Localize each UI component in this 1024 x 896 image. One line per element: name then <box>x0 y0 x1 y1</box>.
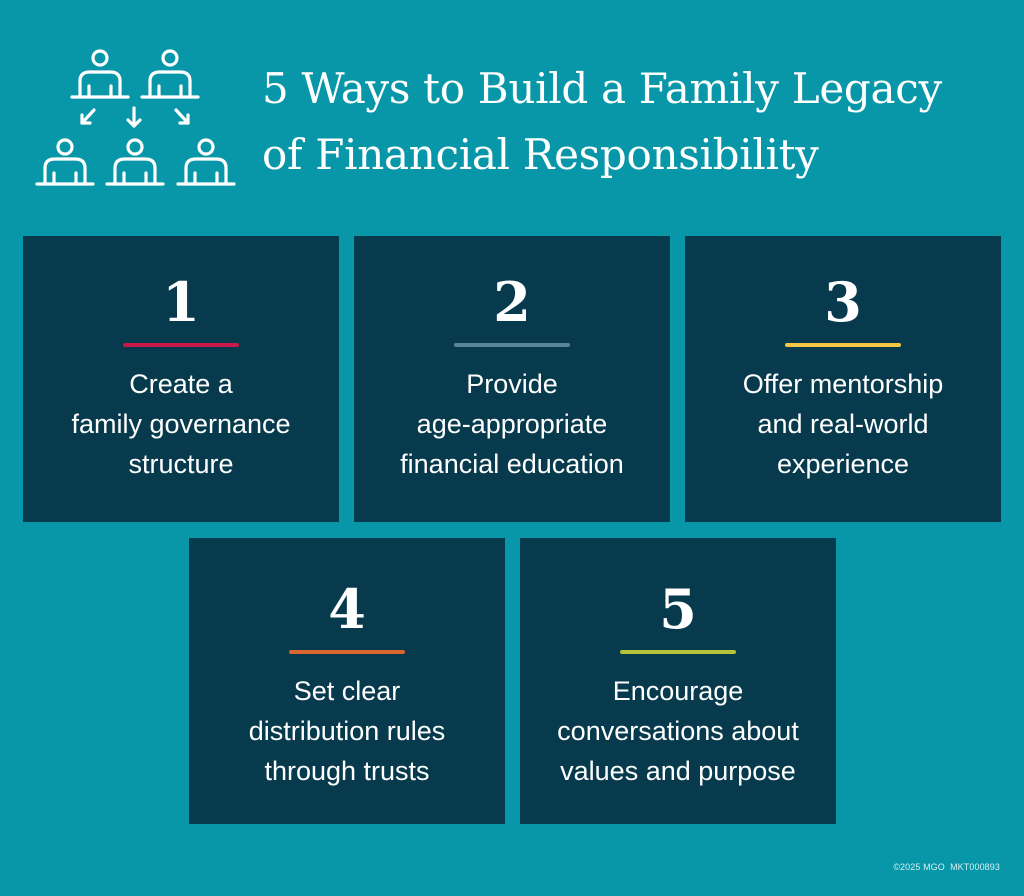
arrow-down-left-icon <box>80 108 96 125</box>
title-line-2: of Financial Responsibility <box>262 130 819 179</box>
card-line: experience <box>776 449 910 479</box>
person-icon <box>105 138 165 186</box>
card-description: Set clear distribution rules through tru… <box>189 671 505 791</box>
arrow-down-right-icon <box>174 108 190 125</box>
person-icon <box>35 138 95 186</box>
accent-rule <box>289 650 405 654</box>
arrow-down-icon <box>126 106 142 128</box>
copyright-footer: ©2025 MGO MKT000893 <box>893 862 1000 872</box>
card-number: 4 <box>328 577 366 641</box>
card-description: Offer mentorship and real-world experien… <box>685 364 1001 484</box>
card-line: through trusts <box>264 756 430 786</box>
card-line: Offer mentorship <box>742 369 944 399</box>
card-line: family governance <box>71 409 291 439</box>
card-line: Encourage <box>612 676 744 706</box>
card-line: and real-world <box>757 409 929 439</box>
card-number: 2 <box>493 270 531 334</box>
person-icon <box>140 49 200 99</box>
page-title: 5 Ways to Build a Family Legacy of Finan… <box>262 56 1022 188</box>
accent-rule <box>454 343 570 347</box>
card-number: 5 <box>659 577 697 641</box>
person-icon <box>70 49 130 99</box>
card-description: Encourage conversations about values and… <box>520 671 836 791</box>
family-hierarchy-icon <box>30 40 245 200</box>
person-icon <box>176 138 236 186</box>
card-line: age-appropriate <box>416 409 608 439</box>
card-number: 3 <box>824 270 862 334</box>
card-description: Provide age-appropriate financial educat… <box>354 364 670 484</box>
card-3: 3 Offer mentorship and real-world experi… <box>685 236 1001 522</box>
card-number: 1 <box>162 270 200 334</box>
card-4: 4 Set clear distribution rules through t… <box>189 538 505 824</box>
title-line-1: 5 Ways to Build a Family Legacy <box>262 64 942 113</box>
card-2: 2 Provide age-appropriate financial educ… <box>354 236 670 522</box>
card-line: conversations about <box>557 716 799 746</box>
card-line: Create a <box>129 369 233 399</box>
accent-rule <box>785 343 901 347</box>
card-line: distribution rules <box>248 716 446 746</box>
accent-rule <box>123 343 239 347</box>
card-1: 1 Create a family governance structure <box>23 236 339 522</box>
card-line: financial education <box>400 449 624 479</box>
card-line: Provide <box>466 369 558 399</box>
card-line: Set clear <box>293 676 401 706</box>
card-line: values and purpose <box>560 756 796 786</box>
card-description: Create a family governance structure <box>23 364 339 484</box>
card-line: structure <box>128 449 234 479</box>
card-5: 5 Encourage conversations about values a… <box>520 538 836 824</box>
accent-rule <box>620 650 736 654</box>
